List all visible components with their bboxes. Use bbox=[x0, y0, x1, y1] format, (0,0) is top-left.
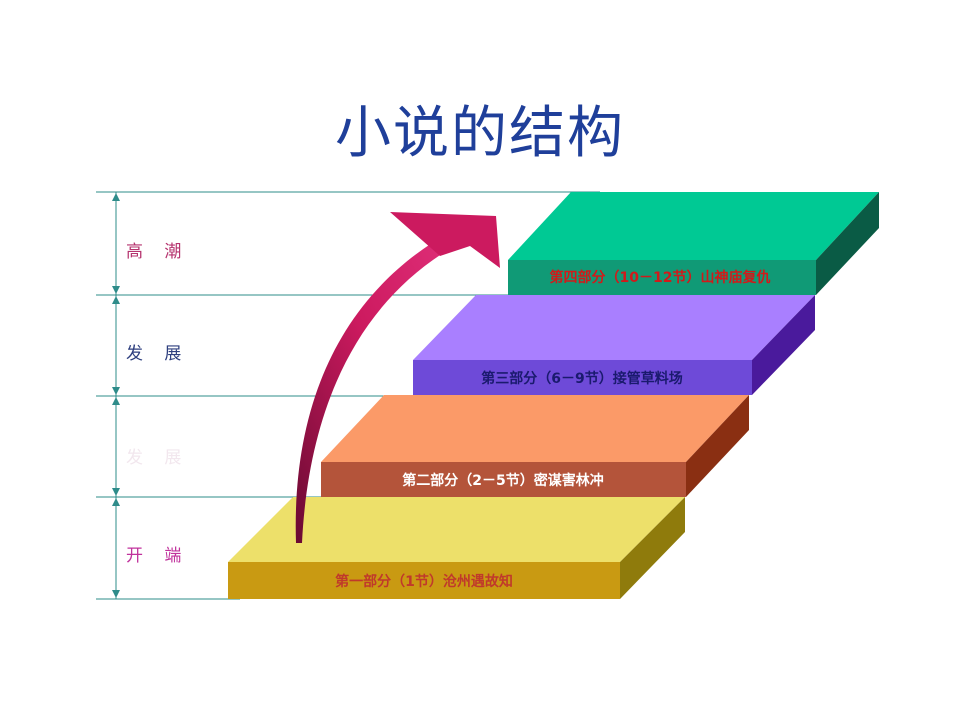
stage-label-development-faded: 发 展 bbox=[126, 448, 190, 468]
stage-label-development: 发 展 bbox=[126, 344, 190, 364]
arrow-head bbox=[390, 212, 500, 268]
step-1-label: 第一部分（1节）沧州遇故知 bbox=[335, 573, 513, 590]
step-4-front bbox=[508, 260, 816, 295]
step-2-top bbox=[321, 395, 749, 462]
stage-label-beginning: 开 端 bbox=[126, 546, 190, 566]
step-2-side bbox=[686, 395, 749, 497]
step-3-top bbox=[413, 295, 815, 360]
stage-label-climax: 高 潮 bbox=[126, 242, 190, 262]
step-3-front bbox=[413, 360, 752, 395]
arrow-shaft bbox=[295, 232, 458, 543]
step-2-front bbox=[321, 462, 686, 497]
step-4-top bbox=[508, 192, 879, 260]
step-4-side bbox=[816, 192, 879, 295]
bracket-arrowheads bbox=[112, 193, 120, 598]
step-4-block bbox=[508, 192, 879, 295]
rising-arrow bbox=[295, 212, 500, 543]
step-3-side bbox=[752, 295, 815, 395]
page-title: 小说的结构 bbox=[335, 101, 625, 166]
step-1-side bbox=[620, 497, 685, 599]
step-2-label: 第二部分（2－5节）密谋害林冲 bbox=[402, 472, 603, 489]
stage-guides bbox=[96, 191, 600, 600]
step-1-top bbox=[228, 497, 685, 562]
step-2-block bbox=[321, 395, 749, 497]
step-1-front bbox=[228, 562, 620, 599]
step-3-label: 第三部分（6－9节）接管草料场 bbox=[481, 370, 682, 387]
step-1-block bbox=[228, 497, 685, 599]
step-3-block bbox=[413, 295, 815, 395]
step-4-label: 第四部分（10－12节）山神庙复仇 bbox=[550, 269, 771, 286]
